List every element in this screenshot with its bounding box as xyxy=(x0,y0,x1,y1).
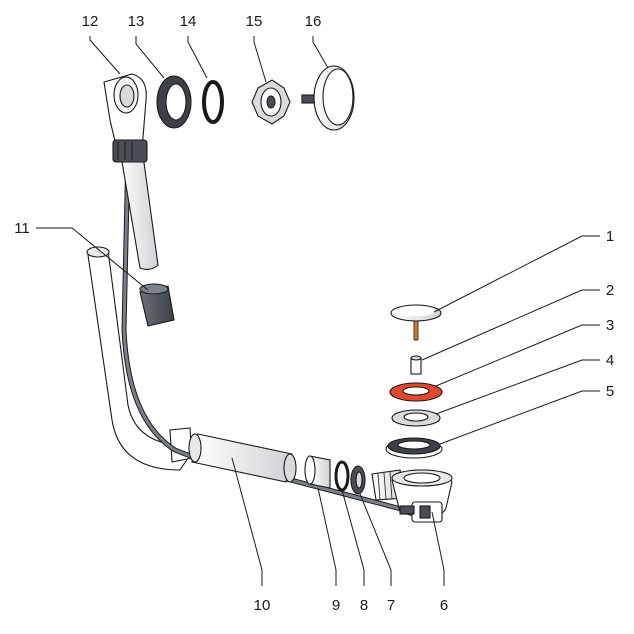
callout-10: 10 xyxy=(254,597,271,614)
part-14-o-ring xyxy=(202,80,224,124)
part-16-overflow-cover xyxy=(301,65,355,131)
callout-11: 11 xyxy=(14,220,30,237)
callout-5: 5 xyxy=(606,383,614,400)
callout-15: 15 xyxy=(246,13,263,30)
callout-2: 2 xyxy=(606,282,614,299)
part-4-flange xyxy=(391,409,441,427)
part-1-drain-plug xyxy=(390,304,442,341)
callout-9: 9 xyxy=(332,597,340,614)
callout-16: 16 xyxy=(305,13,322,30)
part-6-drain-body xyxy=(371,469,453,523)
leader-lines xyxy=(36,36,600,586)
part-overflow-bend-pipe xyxy=(86,246,193,471)
part-3-red-seal xyxy=(389,382,443,402)
part-15-rosette xyxy=(251,79,291,125)
part-7-seal xyxy=(350,465,366,495)
callout-12: 12 xyxy=(82,13,99,30)
callout-labels: 12 13 14 15 16 11 1 2 3 4 5 6 7 8 9 10 xyxy=(14,13,614,614)
part-11-connector-sleeve xyxy=(139,283,175,327)
part-8-o-ring xyxy=(334,460,350,492)
callout-14: 14 xyxy=(180,13,197,30)
callout-4: 4 xyxy=(606,352,614,369)
callout-1: 1 xyxy=(606,228,614,245)
part-2-plug-stem xyxy=(410,355,422,375)
part-9-union-nut xyxy=(304,455,331,489)
part-5-gasket xyxy=(385,437,443,459)
part-10-drain-pipe xyxy=(188,433,297,483)
callout-8: 8 xyxy=(360,597,368,614)
callout-6: 6 xyxy=(440,597,448,614)
callout-7: 7 xyxy=(387,597,395,614)
part-12-overflow-head xyxy=(103,73,159,271)
callout-3: 3 xyxy=(606,317,614,334)
part-13-grip-ring xyxy=(156,75,192,129)
callout-13: 13 xyxy=(128,13,145,30)
